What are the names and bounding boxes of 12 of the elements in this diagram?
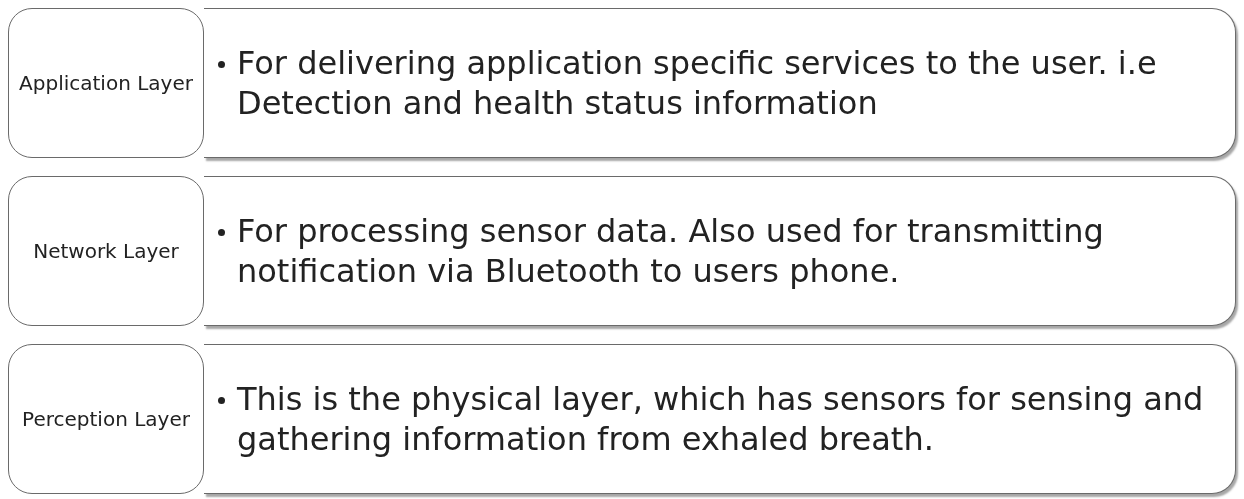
layer-description: For processing sensor data. Also used for transmitting notification via Bluetooth to users phone. (237, 211, 1105, 291)
layer-name: Application Layer (18, 70, 194, 96)
description-box (204, 344, 1236, 494)
layer-name: Network Layer (32, 238, 180, 264)
layer-name: Perception Layer (21, 406, 191, 432)
layer-description: For delivering application specific services to the user. i.e Detection and health status information (237, 43, 1158, 123)
layer-label-box (8, 176, 204, 326)
description-box (204, 8, 1236, 158)
layer-description: This is the physical layer, which has sensors for sensing and gathering information from exhaled breath. (237, 379, 1205, 459)
description-box (204, 176, 1236, 326)
layer-label-box (8, 8, 204, 158)
layer-label-box (8, 344, 204, 494)
